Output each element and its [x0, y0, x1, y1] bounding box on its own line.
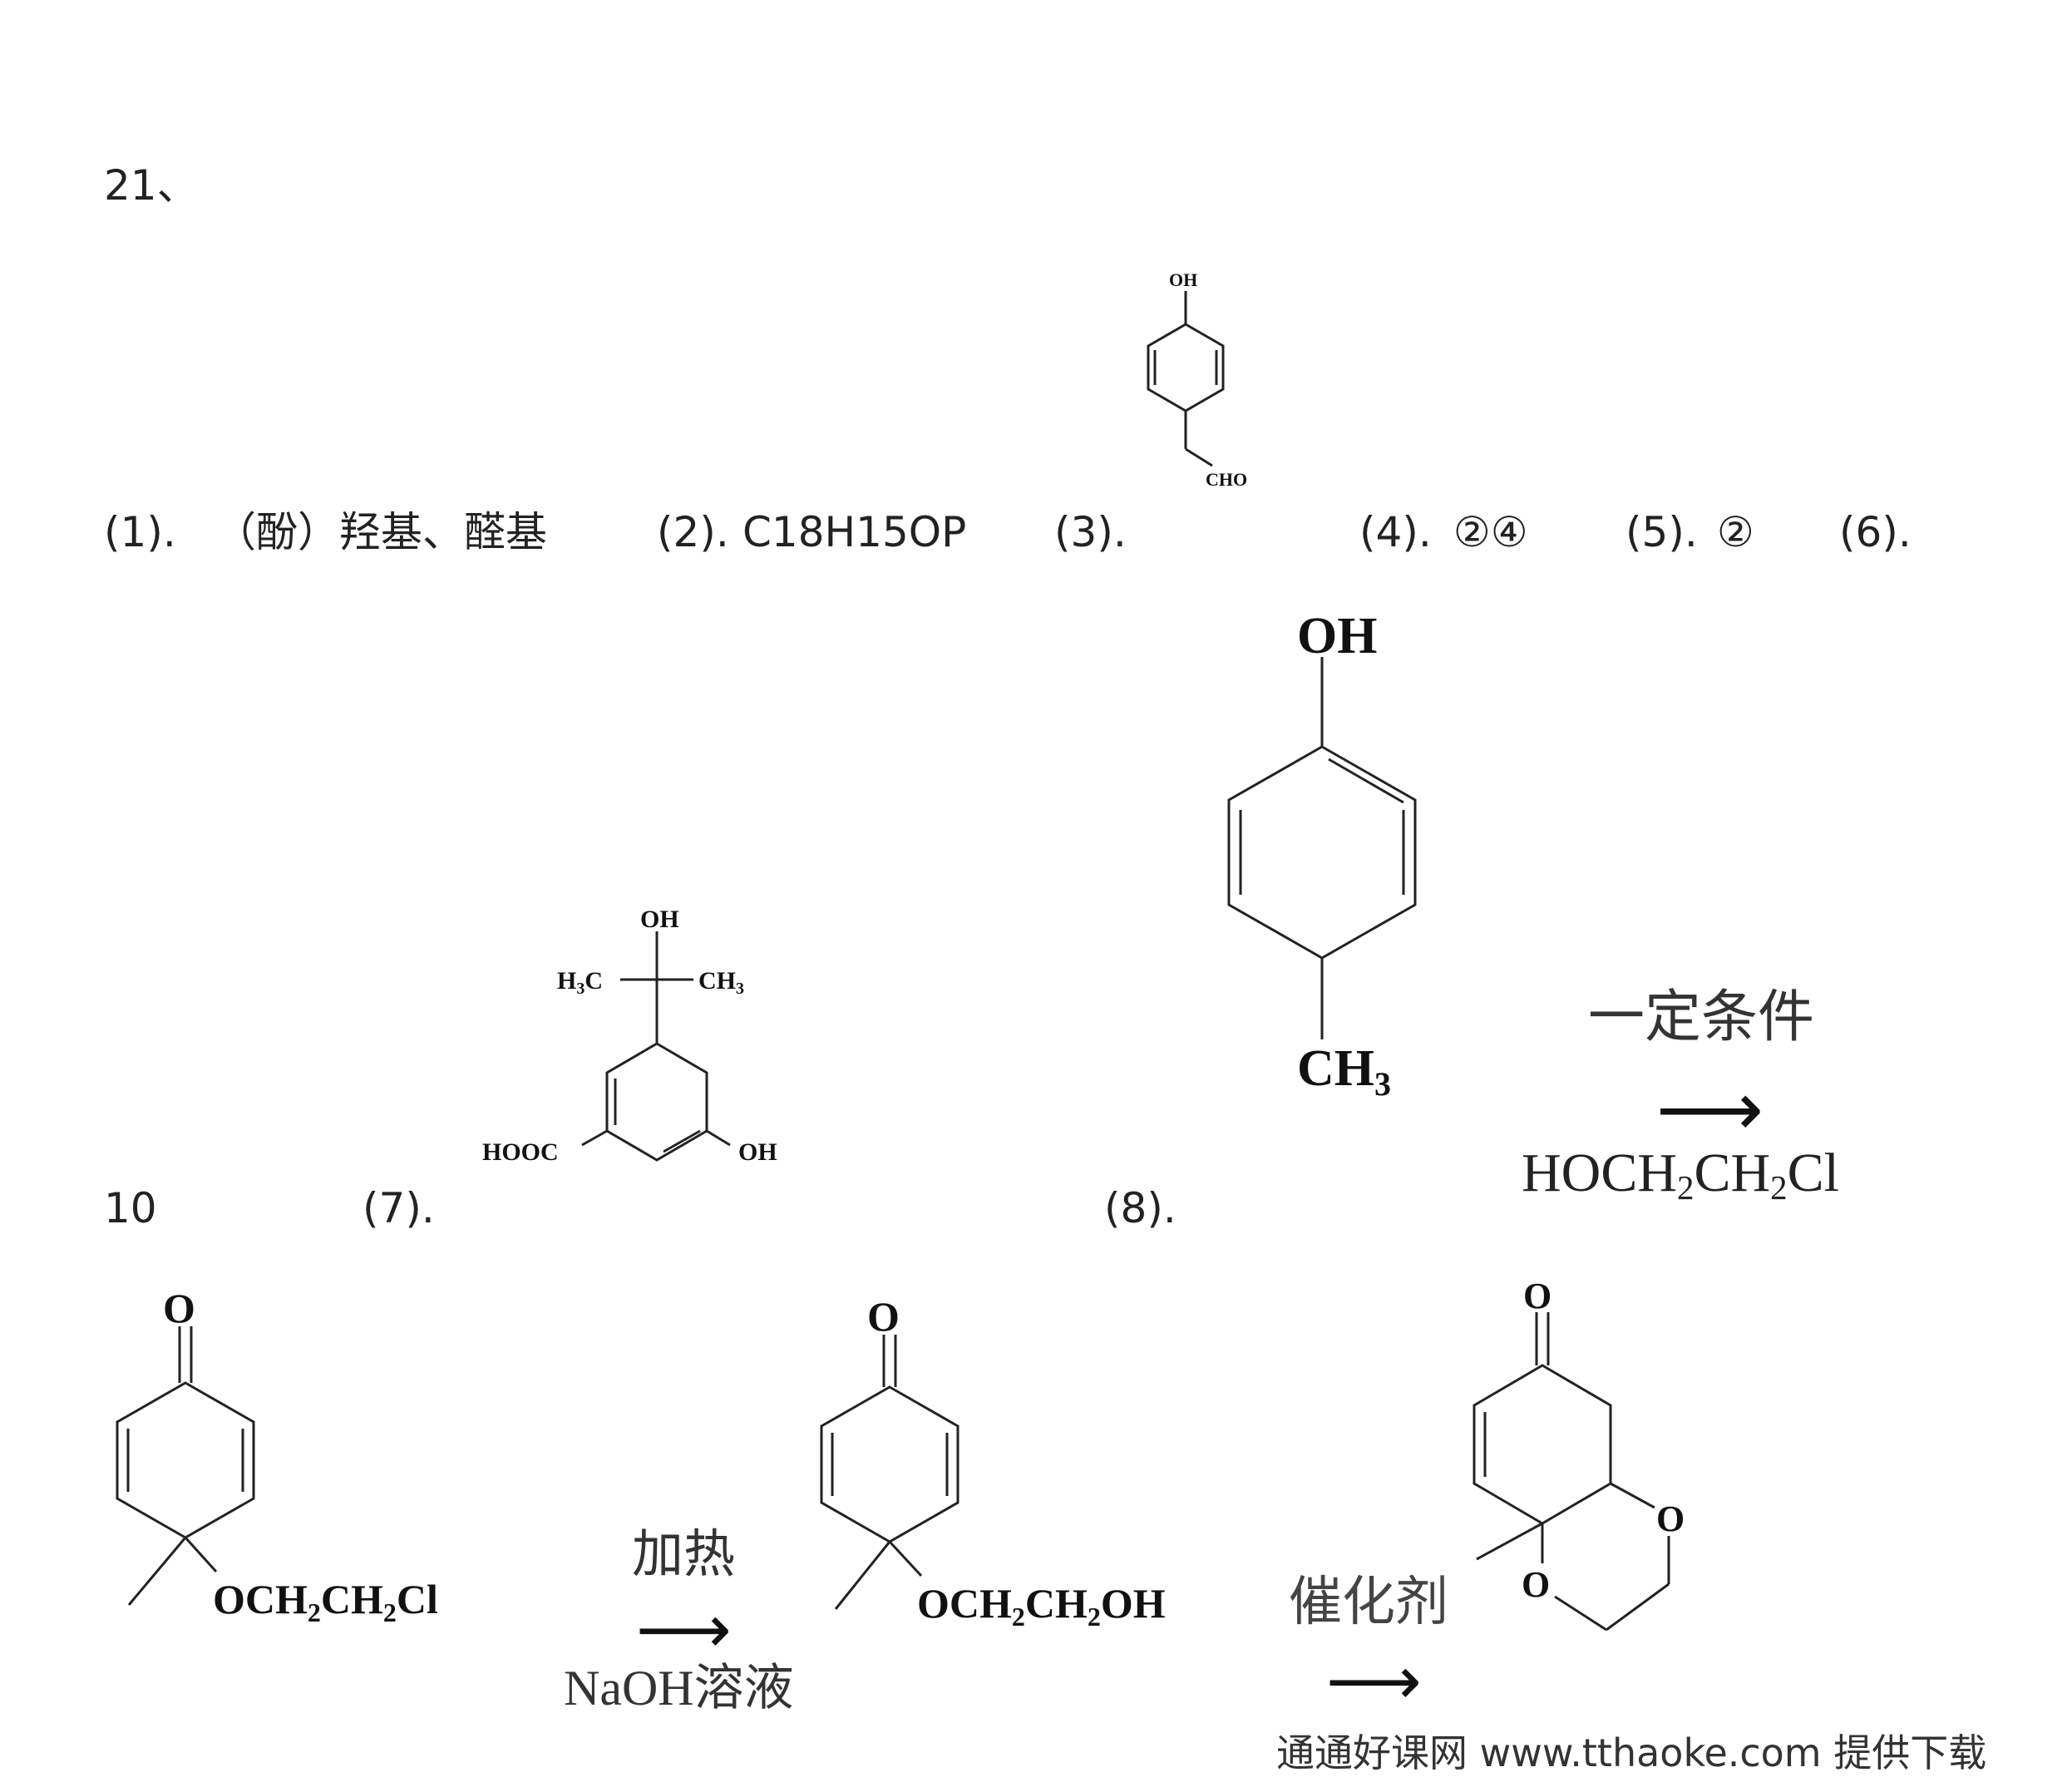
- step-2-reagent: NaOH溶液: [564, 1661, 794, 1715]
- intermediate-2-chain: OCH2CH2OH: [917, 1580, 1166, 1632]
- answer-8-reactant-oh: OH: [1297, 608, 1377, 664]
- question-number: 21、: [104, 161, 199, 210]
- answer-8-reactant-structure: OH CH3: [1227, 608, 1417, 1103]
- answer-7-right-methyl: CH3: [698, 967, 744, 998]
- product-structure: O O O: [1473, 1276, 1685, 1632]
- answer-7-hooc-label: HOOC: [482, 1138, 559, 1166]
- intermediate-1-chain: OCH2CH2Cl: [213, 1576, 438, 1627]
- answer-7-structure: OH H3C CH3 HOOC OH: [482, 906, 777, 1166]
- answer-7-oh-right: OH: [738, 1138, 777, 1166]
- answer-3-number: (3).: [1054, 508, 1127, 556]
- step-1-arrow-icon: ⟶: [1656, 1066, 1764, 1153]
- step-1-reagent: HOCH2CH2Cl: [1522, 1143, 1839, 1207]
- answer-7-left-methyl: H3C: [557, 967, 603, 998]
- intermediate-1-structure: O OCH2CH2Cl: [116, 1285, 438, 1627]
- answer-5-text: ②: [1717, 508, 1754, 556]
- answer-1-text: （酚）羟基、醛基: [215, 508, 547, 556]
- answer-3-structure: OH CHO: [1147, 269, 1247, 490]
- answer-4-text: ②④: [1453, 508, 1528, 556]
- product-carbonyl-o: O: [1523, 1276, 1551, 1316]
- answer-5-number: (5).: [1625, 508, 1698, 556]
- answer-7-number: (7).: [363, 1184, 435, 1232]
- footer-watermark: 通通好课网 www.tthaoke.com 提供下载: [1276, 1730, 1987, 1775]
- answer-8-number: (8).: [1104, 1184, 1177, 1232]
- answer-4-number: (4).: [1359, 508, 1432, 556]
- answer-7-oh-top: OH: [640, 906, 679, 933]
- step-3-condition: 催化剂: [1289, 1572, 1448, 1633]
- intermediate-2-carbonyl-o: O: [867, 1293, 900, 1340]
- answer-1-number: (1).: [104, 508, 176, 556]
- answer-2-text: C18H15OP: [742, 508, 967, 556]
- answer-6-text: 10: [104, 1184, 157, 1232]
- answer-6-number: (6).: [1839, 508, 1912, 556]
- step-2-condition: 加热: [632, 1523, 736, 1584]
- answer-8-reactant-ch3: CH3: [1297, 1040, 1391, 1103]
- answer-3-oh-label: OH: [1169, 269, 1197, 290]
- step-2-arrow-icon: ⟶: [636, 1591, 732, 1668]
- answer-3-cho-label: CHO: [1206, 469, 1247, 490]
- intermediate-1-carbonyl-o: O: [163, 1285, 195, 1331]
- product-ring-o-left: O: [1522, 1564, 1550, 1605]
- answer-2-number: (2).: [657, 508, 729, 556]
- step-3-arrow-icon: ⟶: [1326, 1642, 1422, 1720]
- step-1-condition: 一定条件: [1588, 985, 1815, 1050]
- intermediate-2-structure: O OCH2CH2OH: [820, 1293, 1166, 1632]
- product-ring-o-right: O: [1656, 1498, 1685, 1539]
